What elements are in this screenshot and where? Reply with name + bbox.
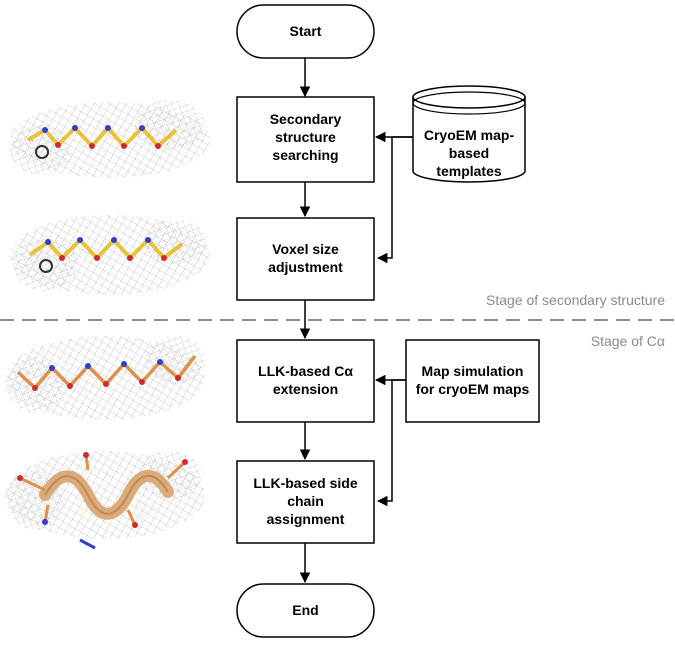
step-line: Voxel size — [272, 241, 339, 257]
start-label: Start — [290, 23, 322, 39]
start-node: Start — [236, 4, 375, 59]
end-node: End — [236, 583, 375, 638]
step-line: adjustment — [268, 259, 343, 275]
map-simulation-line: Map simulation — [422, 363, 524, 379]
step-line: LLK-based Cα — [258, 363, 353, 379]
step-secondary-structure-searching: Secondary structure searching — [236, 96, 375, 183]
step-llk-calpha-extension: LLK-based Cα extension — [236, 339, 375, 423]
database-line: based — [449, 145, 489, 161]
step-voxel-size-adjustment: Voxel size adjustment — [236, 217, 375, 301]
cryoem-templates-database: CryoEM map- based templates — [412, 85, 526, 183]
map-simulation-line: for cryoEM maps — [416, 381, 530, 397]
database-line: templates — [436, 163, 502, 179]
step-llk-side-chain-assignment: LLK-based side chain assignment — [236, 460, 375, 544]
map-simulation-box: Map simulation for cryoEM maps — [405, 339, 540, 423]
density-image-3 — [5, 336, 205, 420]
database-line: CryoEM map- — [424, 127, 515, 143]
density-image-2 — [10, 215, 210, 295]
step-line: extension — [273, 381, 338, 397]
step-line: searching — [272, 147, 338, 163]
stage-label-secondary: Stage of secondary structure — [486, 292, 665, 308]
step-line: LLK-based side — [253, 475, 357, 491]
density-image-1 — [10, 100, 210, 178]
step-line: structure — [275, 129, 336, 145]
connectors — [299, 58, 413, 584]
density-image-4 — [5, 451, 205, 550]
end-label: End — [292, 602, 318, 618]
step-line: assignment — [267, 511, 345, 527]
step-line: chain — [287, 493, 324, 509]
stage-label-calpha: Stage of Cα — [591, 333, 665, 349]
step-line: Secondary — [270, 111, 342, 127]
